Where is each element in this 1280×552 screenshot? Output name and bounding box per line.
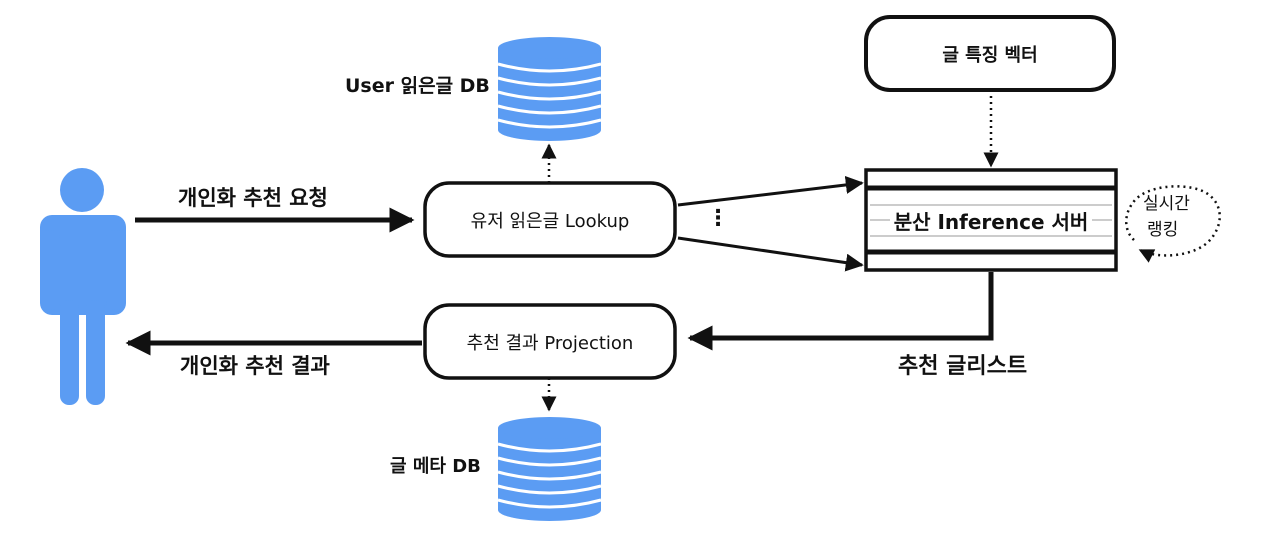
meta-db-label: 글 메타 DB (390, 456, 481, 477)
inference-projection-arrow (687, 272, 994, 351)
lookup-inference-arrow-upper (677, 175, 864, 207)
ranking-loop (1125, 185, 1221, 263)
ranking-label-line2: 랭킹 (1147, 220, 1179, 240)
lookup-box: 유저 읽은글 Lookup (425, 183, 675, 256)
lookup-inference-arrow-lower (677, 236, 864, 272)
vector-label: 글 특징 벡터 (942, 44, 1038, 66)
inference-label: 분산 Inference 서버 (889, 205, 1093, 235)
database-icon (497, 37, 602, 141)
vector-box: 글 특징 벡터 (866, 17, 1114, 90)
ranking-label-line1: 실시간 (1143, 194, 1190, 214)
list-label: 추천 글리스트 (898, 354, 1028, 379)
database-icon (497, 417, 602, 521)
projection-label: 추천 결과 Projection (466, 332, 634, 354)
person-icon (40, 168, 126, 405)
inference-box: 분산 Inference 서버 (866, 188, 1116, 252)
result-label: 개인화 추천 결과 (180, 354, 330, 378)
projection-box: 추천 결과 Projection (425, 305, 675, 378)
lookup-label: 유저 읽은글 Lookup (470, 210, 630, 232)
user-db-label: User 읽은글 DB (345, 75, 490, 97)
ellipsis-icon: ⋮ (707, 206, 729, 231)
request-label: 개인화 추천 요청 (178, 186, 328, 210)
